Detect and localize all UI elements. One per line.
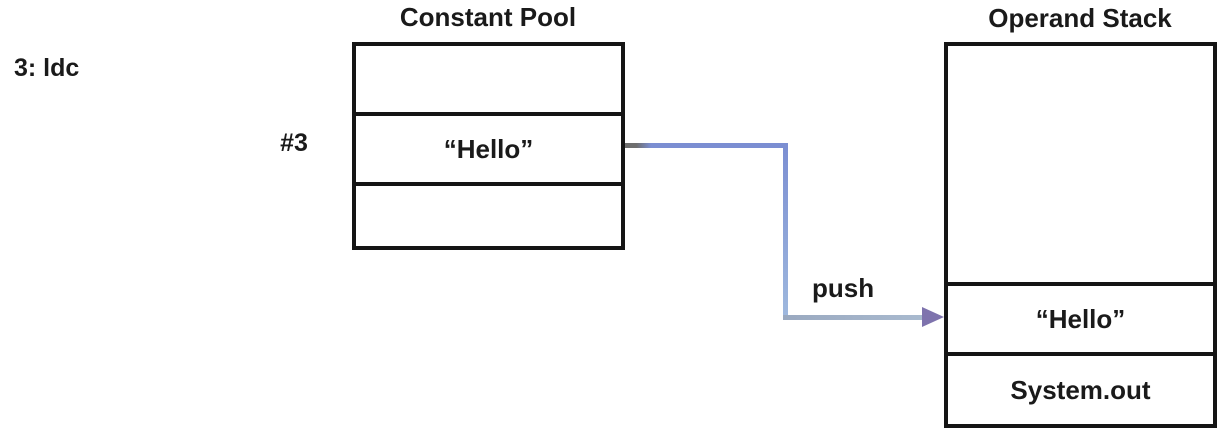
constant-pool-row-empty-top — [356, 46, 621, 112]
operand-stack-row-empty — [948, 46, 1213, 282]
operand-stack-row-system-out: System.out — [948, 352, 1213, 424]
constant-pool-row-hello: “Hello” — [356, 112, 621, 182]
constant-pool-table: “Hello” — [352, 42, 625, 250]
push-arrowhead-icon — [922, 307, 944, 327]
push-arrow-segment-horizontal-bottom — [783, 315, 924, 320]
operand-stack-table: “Hello” System.out — [944, 42, 1217, 428]
constant-pool-row-empty-bottom — [356, 182, 621, 246]
bytecode-instruction-label: 3: ldc — [14, 54, 80, 82]
push-arrow-label: push — [812, 273, 875, 303]
constant-pool-index-label: #3 — [280, 129, 308, 157]
constant-pool-title: Constant Pool — [399, 2, 577, 32]
push-arrow-segment-horizontal-top — [625, 143, 787, 148]
operand-stack-row-hello: “Hello” — [948, 282, 1213, 352]
push-arrow-segment-vertical — [783, 143, 788, 320]
operand-stack-title: Operand Stack — [988, 3, 1172, 33]
